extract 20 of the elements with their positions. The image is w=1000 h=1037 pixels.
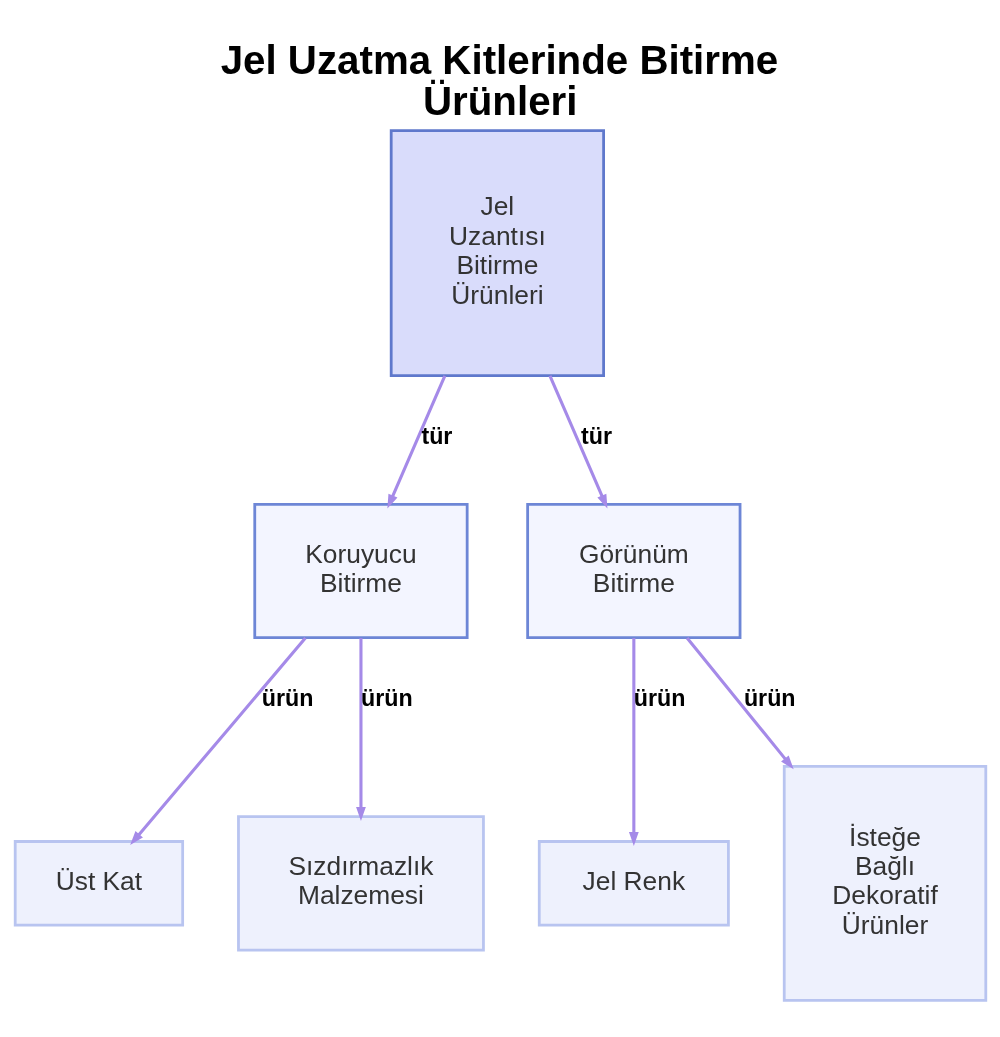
arrow (628, 637, 639, 846)
node-box: İsteğe Bağlı Dekoratif Ürünler (782, 764, 987, 1002)
node-box: Koruyucu Bitirme (252, 502, 469, 639)
node-box: Üst Kat (13, 839, 184, 927)
arrow (685, 636, 794, 769)
edge-label: ürün (360, 684, 413, 711)
arrow (355, 637, 366, 821)
arrow (548, 374, 607, 508)
edge-label: ürün (633, 684, 685, 711)
edge-label: ürün (743, 684, 796, 711)
node-box: Jel Uzantısı Bitirme Ürünleri (389, 128, 605, 377)
edge-label: tür (420, 422, 452, 449)
node-box: Görünüm Bitirme (525, 502, 741, 639)
arrow (386, 374, 446, 508)
edge-label: tür (580, 422, 612, 449)
node-box: Jel Renk (537, 839, 730, 927)
node-box: Sızdırmazlık Malzemesi (236, 814, 485, 951)
diagram-title: Jel Uzatma Kitlerinde Bitirme Ürünleri (220, 37, 778, 124)
edge-label: ürün (261, 684, 313, 711)
arrow (129, 636, 307, 845)
